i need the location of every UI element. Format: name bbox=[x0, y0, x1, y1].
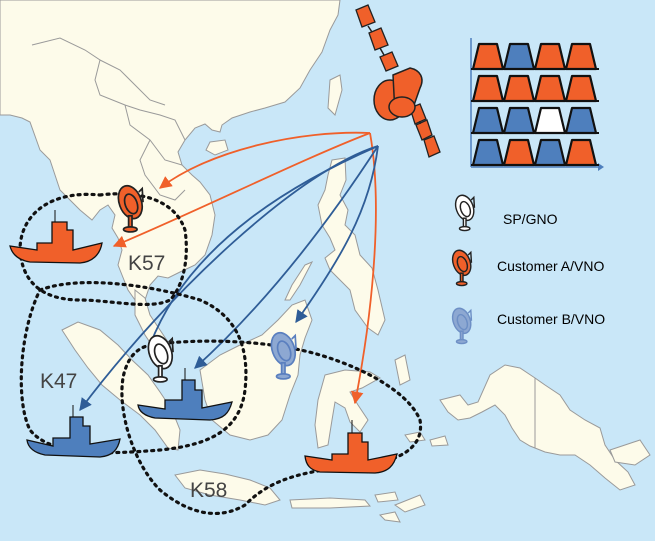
dish-orange-icon bbox=[450, 247, 475, 287]
zone-label-k58: K58 bbox=[190, 479, 227, 502]
ship-customer-b-center bbox=[137, 368, 233, 421]
carrier-cell bbox=[533, 42, 567, 71]
carrier-cell bbox=[533, 74, 567, 103]
zone-label-k57: K57 bbox=[128, 252, 165, 275]
beam-b-to-ship-center bbox=[194, 145, 379, 369]
land-new-guinea bbox=[439, 364, 636, 491]
legend-label-sp-gno: SP/GNO bbox=[503, 211, 558, 227]
land-island bbox=[378, 511, 401, 523]
zone-label-k47: K47 bbox=[40, 370, 77, 393]
land-new-britain bbox=[609, 439, 651, 466]
legend-label-customer-a: Customer A/VNO bbox=[497, 258, 604, 274]
beam-b-to-ship-k47 bbox=[79, 145, 379, 412]
carrier-grid bbox=[470, 38, 604, 171]
zone-k47-outline bbox=[19, 281, 248, 455]
carrier-cell bbox=[471, 138, 505, 167]
carrier-cell bbox=[564, 106, 598, 135]
dish-blue-icon bbox=[450, 305, 475, 345]
beam-a-to-ship-k58 bbox=[350, 132, 377, 405]
land-sulawesi bbox=[314, 369, 381, 449]
grid-x-arrow-icon bbox=[598, 163, 604, 171]
beams bbox=[79, 131, 379, 412]
land-island bbox=[429, 435, 449, 447]
carrier-cell bbox=[564, 42, 598, 71]
ship-customer-a-k58 bbox=[304, 420, 398, 474]
carrier-cell bbox=[502, 138, 536, 167]
legend-label-customer-b: Customer B/VNO bbox=[497, 311, 605, 327]
carrier-cell bbox=[533, 138, 567, 167]
zone-k57-outline bbox=[18, 192, 188, 307]
carrier-cell bbox=[471, 74, 505, 103]
beam-a-to-thailand bbox=[158, 131, 371, 189]
beam-a-to-ship-k57 bbox=[112, 132, 371, 248]
carrier-cell bbox=[502, 74, 536, 103]
dish-white-icon bbox=[453, 192, 478, 232]
land-mainland-asia bbox=[0, 0, 341, 312]
land-timor bbox=[393, 494, 426, 513]
carrier-cell bbox=[533, 106, 567, 135]
land-taiwan bbox=[327, 74, 343, 116]
carrier-cell bbox=[564, 74, 598, 103]
carrier-cell bbox=[564, 138, 598, 167]
legend: SP/GNO Customer A/VNO Customer B/VNO bbox=[450, 192, 605, 345]
land-island bbox=[374, 491, 399, 503]
country-borders bbox=[31, 37, 186, 201]
satellite-icon bbox=[355, 4, 441, 158]
carrier-cell bbox=[471, 42, 505, 71]
land-island bbox=[404, 431, 426, 443]
land-hainan bbox=[205, 139, 229, 156]
ship-customer-b-k47 bbox=[26, 405, 121, 458]
land-lesser-sunda bbox=[289, 497, 372, 509]
carrier-cell bbox=[502, 42, 536, 71]
carrier-cell bbox=[471, 106, 505, 135]
land-palawan bbox=[284, 260, 314, 301]
carrier-cell bbox=[502, 106, 536, 135]
ship-customer-a-k57 bbox=[9, 210, 103, 264]
beam-b-to-borneo bbox=[295, 145, 379, 324]
land-halmahera bbox=[394, 354, 411, 386]
beam-b-edge bbox=[149, 145, 379, 346]
